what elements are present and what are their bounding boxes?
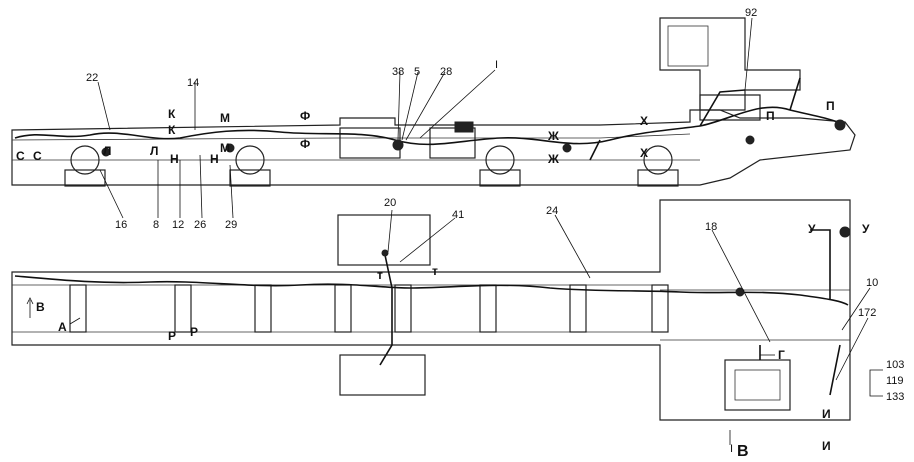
hub-base-4: [637, 169, 679, 187]
hub-1: [70, 145, 100, 175]
tank-1: [339, 127, 401, 159]
leader-lines: [97, 17, 883, 397]
callout-133: 133: [886, 391, 904, 403]
connector-kh: [745, 135, 755, 145]
callout-10: 10: [866, 277, 878, 289]
engine-inner: [734, 369, 781, 401]
label-u2: У: [862, 222, 870, 236]
tank-2: [429, 127, 476, 159]
label-roman2: I: [730, 443, 733, 455]
label-n1: Н: [170, 152, 179, 166]
callout-29: 29: [225, 219, 237, 231]
lower-frame-outline: [11, 199, 851, 421]
connector-u: [839, 226, 851, 238]
callout-28: 28: [440, 66, 452, 78]
connector-i: [392, 139, 404, 151]
callout-16: 16: [115, 219, 127, 231]
callout-22: 22: [86, 72, 98, 84]
engine-block: [724, 359, 791, 411]
tank-sensor: [381, 249, 389, 257]
hub-base-1: [64, 169, 106, 187]
label-k1: К: [168, 107, 176, 121]
upper-harness-branch: [589, 77, 801, 161]
label-l1: Л: [103, 144, 111, 158]
label-n2: Н: [210, 152, 219, 166]
label-v1: В: [36, 300, 45, 314]
hub-2: [235, 145, 265, 175]
callout-172: 172: [858, 307, 876, 319]
label-l2: Л: [150, 144, 158, 158]
upper-tank: [337, 214, 431, 266]
cab-outline: [659, 17, 801, 111]
callout-8: 8: [153, 219, 159, 231]
cross-members: [69, 284, 669, 333]
hub-base-3: [479, 169, 521, 187]
label-roman1: I: [495, 59, 498, 71]
label-m1: М: [220, 111, 230, 125]
label-m2: М: [220, 141, 230, 155]
callout-18: 18: [705, 221, 717, 233]
label-f1: Ф: [300, 109, 310, 123]
callout-38: 38: [392, 66, 404, 78]
upper-harness: [14, 106, 846, 146]
letter-labels: С С Л Л К К М М Н Н Ф Ф Ж Ж Х Х П П I В …: [16, 59, 870, 460]
label-i1: И: [822, 407, 831, 421]
callout-20: 20: [384, 197, 396, 209]
connector-p: [834, 119, 846, 131]
label-t2: т: [432, 264, 438, 278]
callout-41: 41: [452, 209, 464, 221]
label-t1: т: [377, 268, 383, 282]
callout-14: 14: [187, 77, 199, 89]
connector-m: [225, 143, 235, 153]
label-zh1: Ж: [547, 129, 559, 143]
direction-arrows: [26, 297, 775, 445]
lower-harness-branch: [379, 229, 841, 396]
label-c2: С: [33, 149, 42, 163]
upper-wheel-hubs: [64, 145, 679, 187]
callout-26: 26: [194, 219, 206, 231]
lower-chassis-view: [11, 199, 851, 421]
callout-12: 12: [172, 219, 184, 231]
label-r2: Р: [190, 325, 198, 339]
callout-92: 92: [745, 7, 757, 19]
upper-chassis-view: [11, 17, 856, 187]
label-p2: П: [826, 99, 835, 113]
connector-l: [101, 147, 111, 157]
label-g1: Г: [778, 348, 785, 362]
callout-numbers: 22 16 8 12 14 26 29 38 5 28 92 20 41 24 …: [86, 7, 904, 403]
label-kh2: Х: [640, 146, 648, 160]
label-u1: У: [808, 222, 816, 236]
lower-tank: [339, 354, 426, 396]
hub-4: [643, 145, 673, 175]
label-c1: С: [16, 149, 25, 163]
label-f2: Ф: [300, 137, 310, 151]
upper-frame-outline: [11, 109, 856, 186]
label-p1: П: [766, 109, 775, 123]
label-kh1: Х: [640, 114, 648, 128]
cab-lower-box: [699, 94, 761, 121]
label-k2: К: [168, 123, 176, 137]
battery-block: [454, 121, 474, 133]
callout-5: 5: [414, 66, 420, 78]
lower-harness: [14, 275, 849, 306]
label-a1: А: [58, 320, 67, 334]
cab-window: [667, 25, 709, 67]
label-r1: Р: [168, 329, 176, 343]
hub-base-2: [229, 169, 271, 187]
hub-3: [485, 145, 515, 175]
callout-24: 24: [546, 205, 558, 217]
connector-zh: [562, 143, 572, 153]
label-i2: И: [822, 439, 831, 453]
label-vbig: В: [737, 443, 749, 460]
callout-103: 103: [886, 359, 904, 371]
label-zh2: Ж: [547, 152, 559, 166]
callout-119: 119: [886, 375, 904, 387]
